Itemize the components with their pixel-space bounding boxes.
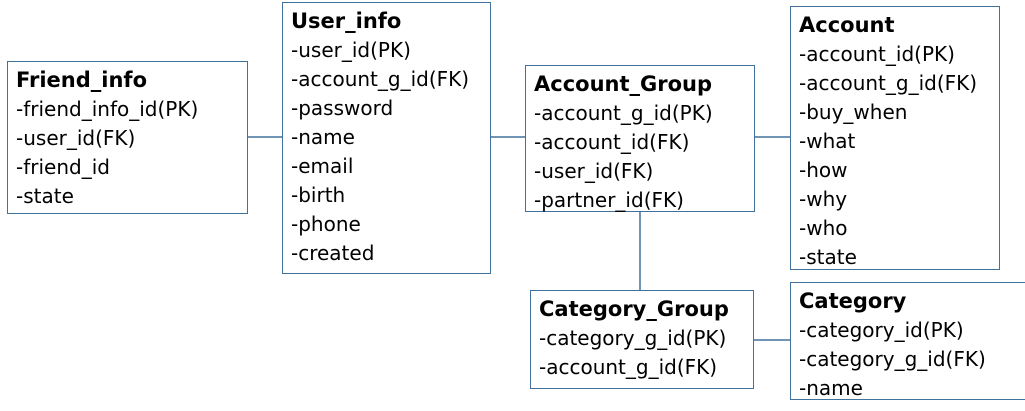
field-who: -who (799, 216, 848, 240)
field-buy-when: -buy_when (799, 100, 908, 124)
entity-user-info: User_info -user_id(PK) -account_g_id(FK)… (282, 2, 491, 274)
field-account-g-id: -account_g_id(FK) (291, 67, 470, 91)
entity-title: User_info (291, 9, 402, 33)
field-state: -state (799, 245, 857, 269)
field-user-id: -user_id(FK) (534, 159, 654, 183)
field-user-id: -user_id(PK) (291, 38, 411, 62)
field-state: -state (16, 184, 74, 208)
field-user-id: -user_id(FK) (16, 126, 136, 150)
field-name: -name (799, 376, 863, 400)
field-partner-id: -partner_id(FK) (534, 188, 684, 212)
field-birth: -birth (291, 183, 346, 207)
field-account-g-id: -account_g_id(FK) (799, 71, 978, 95)
entity-title: Account_Group (534, 72, 713, 96)
field-friend-id: -friend_id (16, 155, 110, 179)
entity-title: Account (799, 13, 895, 37)
field-account-g-id: -account_g_id(FK) (539, 355, 718, 379)
entity-category: Category -category_id(PK) -category_g_id… (790, 282, 1025, 400)
entity-title: Category_Group (539, 297, 729, 321)
field-password: -password (291, 96, 394, 120)
field-category-id: -category_id(PK) (799, 318, 964, 342)
field-category-g-id: -category_g_id(FK) (799, 347, 986, 371)
field-created: -created (291, 241, 375, 265)
entity-friend-info: Friend_info -friend_info_id(PK) -user_id… (7, 61, 248, 214)
entity-account: Account -account_id(PK) -account_g_id(FK… (790, 6, 1000, 270)
field-phone: -phone (291, 212, 361, 236)
field-category-g-id: -category_g_id(PK) (539, 326, 727, 350)
field-what: -what (799, 129, 856, 153)
entity-category-group: Category_Group -category_g_id(PK) -accou… (530, 290, 754, 389)
field-account-g-id: -account_g_id(PK) (534, 101, 713, 125)
field-friend-info-id: -friend_info_id(PK) (16, 97, 199, 121)
entity-account-group: Account_Group -account_g_id(PK) -account… (525, 65, 755, 212)
field-how: -how (799, 158, 848, 182)
field-account-id: -account_id(FK) (534, 130, 690, 154)
field-account-id: -account_id(PK) (799, 42, 955, 66)
field-name: -name (291, 125, 355, 149)
entity-title: Friend_info (16, 68, 147, 92)
field-email: -email (291, 154, 354, 178)
entity-title: Category (799, 289, 907, 313)
field-why: -why (799, 187, 848, 211)
